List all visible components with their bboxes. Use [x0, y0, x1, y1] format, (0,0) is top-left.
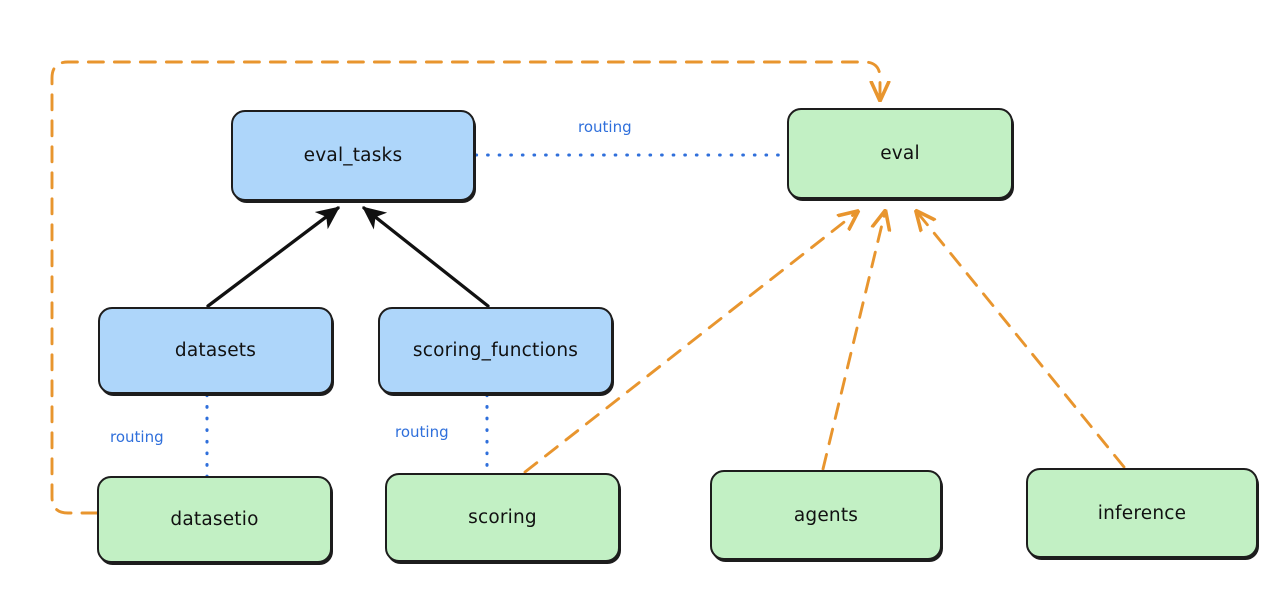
node-eval[interactable]: eval — [787, 108, 1013, 199]
edge-label-routing-datasets-datasetio: routing — [110, 428, 164, 446]
edge-label-routing-scoring-functions-scoring: routing — [395, 423, 449, 441]
node-inference[interactable]: inference — [1026, 468, 1258, 558]
node-eval-tasks[interactable]: eval_tasks — [231, 110, 475, 201]
node-label: scoring_functions — [412, 340, 579, 361]
node-agents[interactable]: agents — [710, 470, 942, 560]
edge-datasets-to-eval_tasks — [206, 206, 340, 308]
node-scoring-functions[interactable]: scoring_functions — [378, 307, 613, 394]
edge-inference-to-eval — [917, 212, 1126, 469]
node-label: scoring — [468, 507, 537, 528]
edge-label-routing-eval-tasks-eval: routing — [578, 118, 632, 136]
node-label: eval_tasks — [303, 145, 403, 166]
node-label: eval — [880, 143, 920, 164]
edge-agents-to-eval — [821, 212, 885, 471]
edge-datasetio-to-eval — [50, 60, 880, 515]
node-label: inference — [1097, 502, 1187, 524]
node-label: datasets — [174, 340, 257, 361]
edge-scoring-to-eval — [523, 212, 857, 474]
node-datasets[interactable]: datasets — [98, 307, 333, 394]
node-datasetio[interactable]: datasetio — [97, 476, 332, 563]
node-label: agents — [793, 504, 859, 526]
node-scoring[interactable]: scoring — [385, 473, 620, 562]
node-label: datasetio — [170, 509, 259, 530]
edge-scoring_functions-to-eval_tasks — [362, 206, 490, 308]
